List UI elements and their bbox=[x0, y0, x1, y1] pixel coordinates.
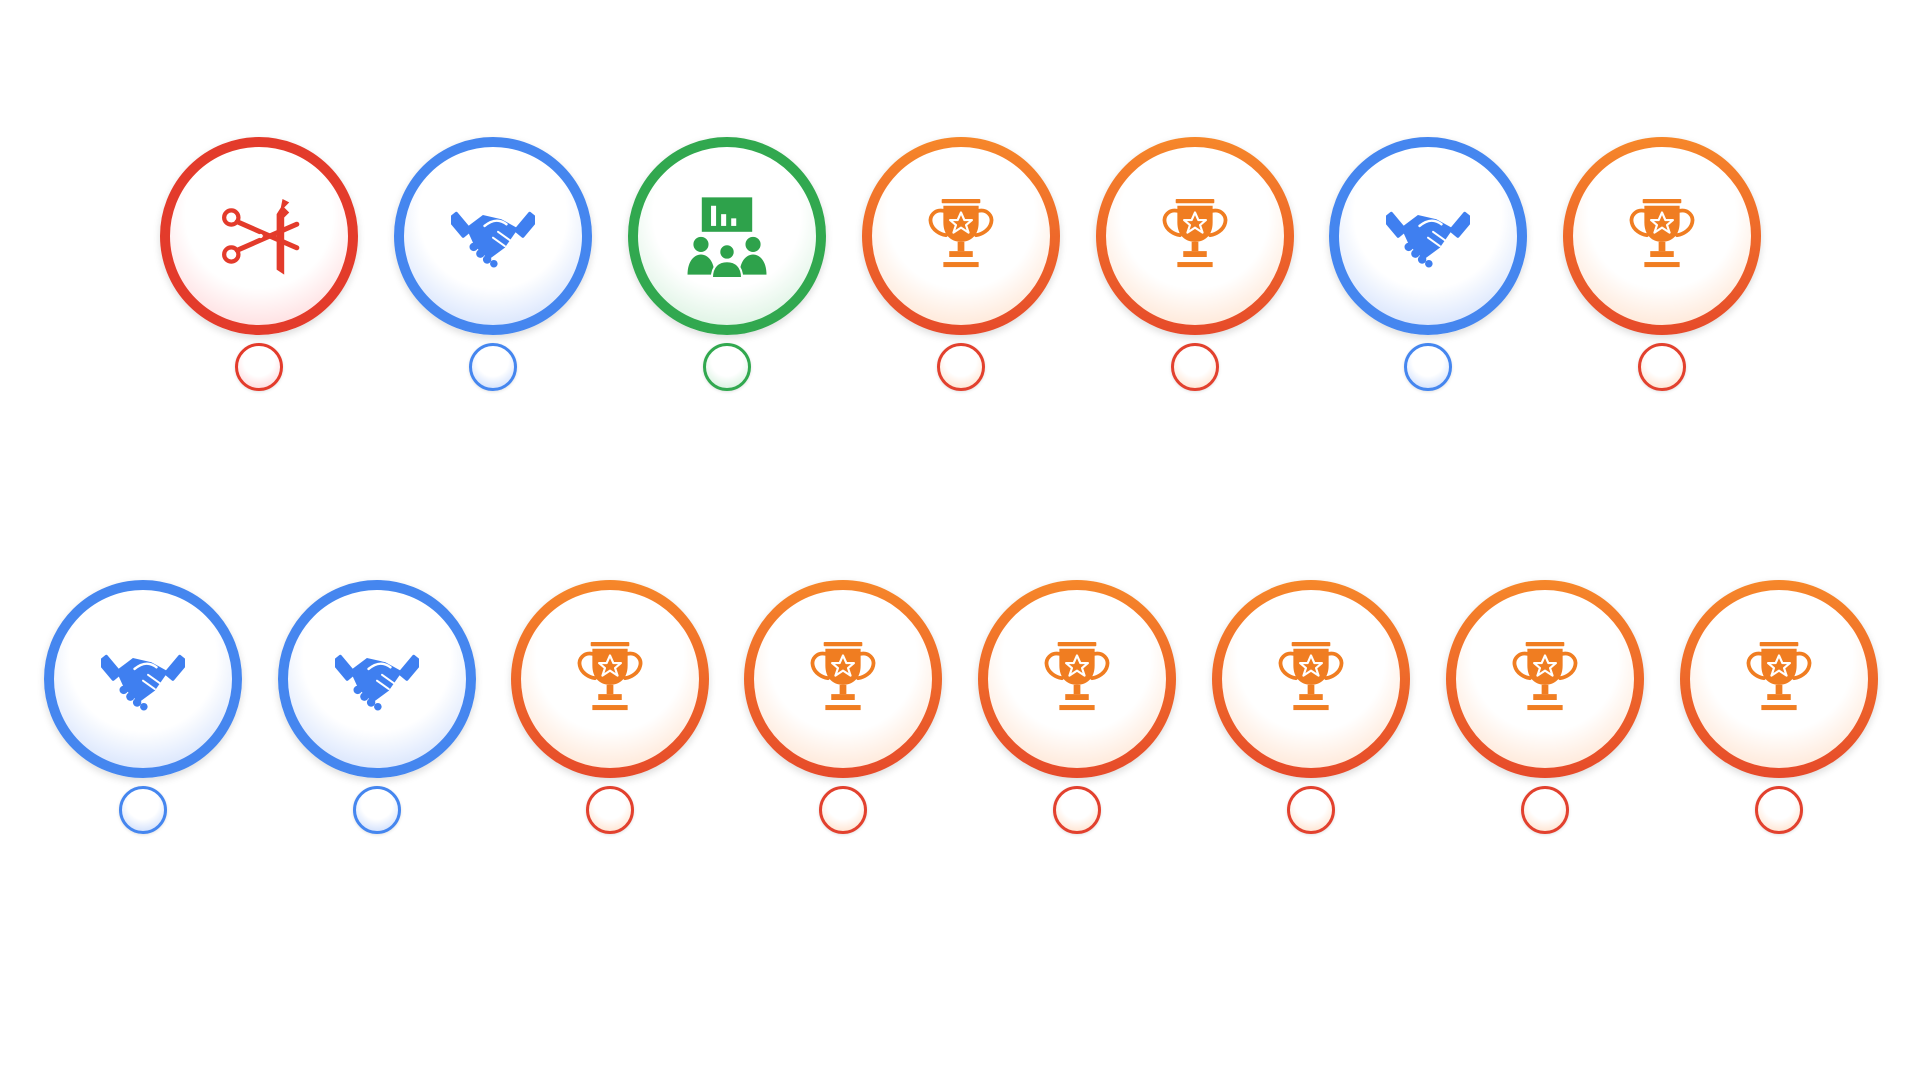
milestone-node[interactable] bbox=[276, 578, 486, 838]
milestone-node[interactable] bbox=[1210, 578, 1420, 838]
milestone-marker-dot[interactable] bbox=[1638, 343, 1686, 391]
milestone-marker-dot[interactable] bbox=[235, 343, 283, 391]
milestone-marker-dot[interactable] bbox=[1287, 786, 1335, 834]
milestone-marker-dot[interactable] bbox=[469, 343, 517, 391]
trophy-icon bbox=[1153, 194, 1237, 278]
presentation-icon bbox=[685, 194, 769, 278]
milestone-circle[interactable] bbox=[1680, 580, 1878, 778]
milestone-marker-dot[interactable] bbox=[1053, 786, 1101, 834]
milestone-node[interactable] bbox=[860, 135, 1070, 395]
milestone-node[interactable] bbox=[1327, 135, 1537, 395]
milestone-circle[interactable] bbox=[394, 137, 592, 335]
milestone-row-1 bbox=[0, 135, 1920, 395]
milestone-circle[interactable] bbox=[978, 580, 1176, 778]
ribbon-cutting-icon bbox=[217, 194, 301, 278]
trophy-icon bbox=[919, 194, 1003, 278]
trophy-icon bbox=[1503, 637, 1587, 721]
milestone-marker-dot[interactable] bbox=[703, 343, 751, 391]
trophy-icon bbox=[801, 637, 885, 721]
milestone-node[interactable] bbox=[1678, 578, 1888, 838]
milestone-circle[interactable] bbox=[628, 137, 826, 335]
milestone-row-2 bbox=[0, 578, 1920, 838]
milestone-circle[interactable] bbox=[1563, 137, 1761, 335]
milestone-node[interactable] bbox=[742, 578, 952, 838]
handshake-icon bbox=[335, 637, 419, 721]
milestone-node[interactable] bbox=[1561, 135, 1771, 395]
milestone-marker-dot[interactable] bbox=[1755, 786, 1803, 834]
handshake-icon bbox=[451, 194, 535, 278]
milestone-circle[interactable] bbox=[44, 580, 242, 778]
milestone-circle[interactable] bbox=[1329, 137, 1527, 335]
handshake-icon bbox=[1386, 194, 1470, 278]
milestone-circle[interactable] bbox=[278, 580, 476, 778]
milestone-node[interactable] bbox=[1094, 135, 1304, 395]
milestone-node[interactable] bbox=[626, 135, 836, 395]
milestone-marker-dot[interactable] bbox=[353, 786, 401, 834]
milestone-circle[interactable] bbox=[511, 580, 709, 778]
trophy-icon bbox=[568, 637, 652, 721]
milestone-node[interactable] bbox=[1444, 578, 1654, 838]
milestone-circle[interactable] bbox=[1212, 580, 1410, 778]
milestone-marker-dot[interactable] bbox=[586, 786, 634, 834]
trophy-icon bbox=[1620, 194, 1704, 278]
milestone-marker-dot[interactable] bbox=[1171, 343, 1219, 391]
milestone-circle[interactable] bbox=[1446, 580, 1644, 778]
milestone-marker-dot[interactable] bbox=[1521, 786, 1569, 834]
milestone-circle[interactable] bbox=[862, 137, 1060, 335]
milestone-marker-dot[interactable] bbox=[937, 343, 985, 391]
milestone-marker-dot[interactable] bbox=[819, 786, 867, 834]
milestone-circle[interactable] bbox=[160, 137, 358, 335]
milestone-marker-dot[interactable] bbox=[119, 786, 167, 834]
milestone-circle[interactable] bbox=[744, 580, 942, 778]
milestone-node[interactable] bbox=[392, 135, 602, 395]
milestone-node[interactable] bbox=[158, 135, 368, 395]
milestone-circle[interactable] bbox=[1096, 137, 1294, 335]
trophy-icon bbox=[1737, 637, 1821, 721]
trophy-icon bbox=[1035, 637, 1119, 721]
trophy-icon bbox=[1269, 637, 1353, 721]
milestone-node[interactable] bbox=[976, 578, 1186, 838]
milestone-node[interactable] bbox=[509, 578, 719, 838]
milestone-node[interactable] bbox=[42, 578, 252, 838]
handshake-icon bbox=[101, 637, 185, 721]
milestone-marker-dot[interactable] bbox=[1404, 343, 1452, 391]
